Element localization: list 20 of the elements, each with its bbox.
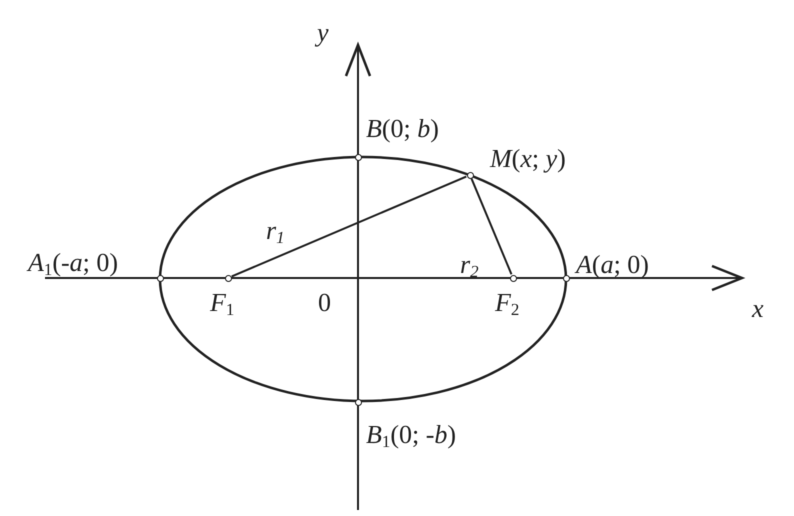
point-label: A(a; 0) [576,252,649,278]
point-label: F$_{2}$ [495,290,520,320]
point-marker [562,274,570,282]
origin-label: 0 [318,290,331,316]
line-segment [231,176,467,278]
point-label: F$_{1}$ [210,290,234,320]
point-label: A$_{1}$(-a; 0) [28,250,118,280]
point-label: M(x; y) [490,146,566,172]
point-marker [354,154,362,160]
point-marker [156,274,164,282]
point-marker [510,274,516,282]
point-label: B$_{1}$(0; -b) [366,422,456,452]
point-marker [224,274,232,282]
point-marker [466,172,474,178]
axis-label: x [752,296,764,322]
edge-label: r$_{1}$ [266,218,285,248]
point-label: B(0; b) [366,116,439,142]
edge-label: r$_{2}$ [460,252,479,282]
line-segment [470,178,512,275]
axis-label: y [317,20,329,46]
